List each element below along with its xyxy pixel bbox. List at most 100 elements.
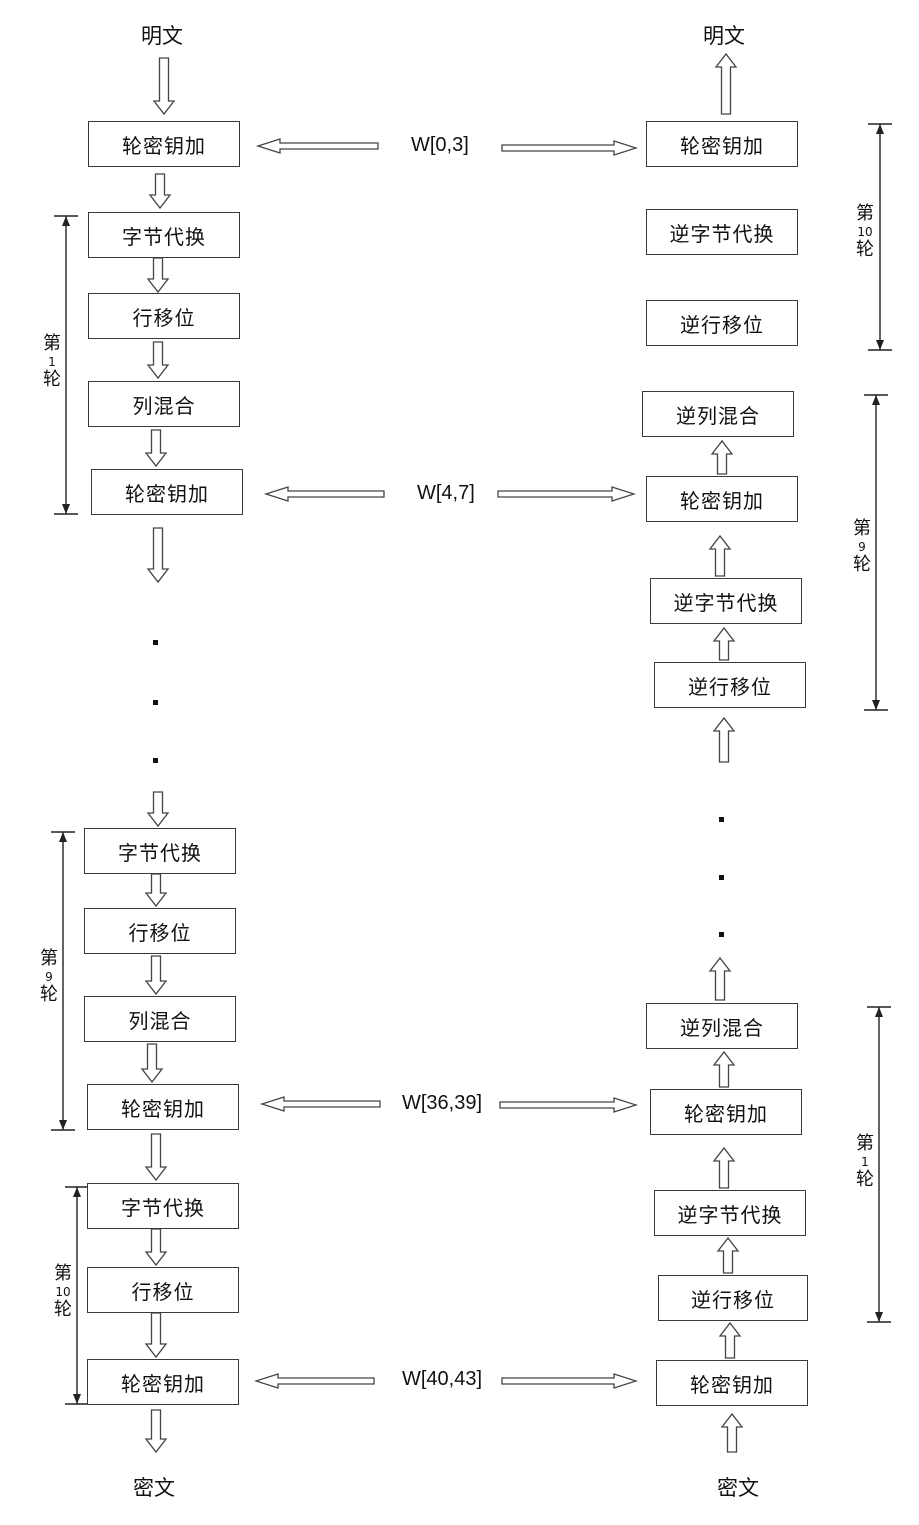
- enc-flow-arrow: [146, 527, 170, 584]
- enc-r9-mix-columns: 列混合: [84, 996, 236, 1042]
- key-arrow-left: [263, 486, 385, 502]
- enc-flow-arrow: [152, 57, 176, 116]
- dec-flow-arrow: [712, 626, 736, 661]
- key-arrow-left: [259, 1096, 381, 1112]
- round-suffix: 轮: [853, 554, 871, 575]
- dec-flow-arrow: [710, 439, 734, 475]
- enc-flow-arrow: [144, 1228, 168, 1267]
- key-arrow-right: [501, 140, 639, 156]
- dec-flow-arrow: [712, 716, 736, 763]
- dec-flow-arrow: [712, 1146, 736, 1189]
- dec-round-9-label: 第 9 轮: [850, 520, 874, 574]
- dec-r9-inv-shift-rows: 逆行移位: [654, 662, 806, 708]
- dec-r10-add-round-key: 轮密钥加: [646, 121, 798, 167]
- round-prefix: 第: [856, 203, 874, 224]
- round-prefix: 第: [40, 948, 58, 969]
- enc-plaintext-label: 明文: [141, 24, 183, 48]
- round-prefix: 第: [853, 518, 871, 539]
- round-number: 10: [55, 1285, 71, 1299]
- key-arrow-left: [255, 138, 379, 154]
- key-arrow-left: [253, 1373, 375, 1389]
- dec-ellipsis-dot: [719, 817, 724, 822]
- round-prefix: 第: [43, 333, 61, 354]
- round-number: 9: [45, 970, 53, 984]
- enc-r1-sub-bytes: 字节代换: [88, 212, 240, 258]
- round-prefix: 第: [54, 1263, 72, 1284]
- enc-initial-add-round-key: 轮密钥加: [88, 121, 240, 167]
- enc-flow-arrow: [144, 1133, 168, 1182]
- dec-round-1-label: 第 1 轮: [853, 1135, 877, 1189]
- enc-round-9-label: 第 9 轮: [37, 950, 61, 1004]
- enc-flow-arrow: [144, 1312, 168, 1359]
- dec-r9-add-round-key: 轮密钥加: [646, 476, 798, 522]
- enc-flow-arrow: [146, 257, 170, 294]
- dec-flow-arrow: [712, 1050, 736, 1088]
- enc-r10-sub-bytes: 字节代换: [87, 1183, 239, 1229]
- dec-flow-arrow: [720, 1412, 744, 1453]
- dec-ellipsis-dot: [719, 932, 724, 937]
- enc-ellipsis-dot: [153, 640, 158, 645]
- dec-flow-arrow: [718, 1321, 742, 1359]
- dec-r1-inv-sub-bytes: 逆字节代换: [654, 1190, 806, 1236]
- dec-r9-inv-sub-bytes: 逆字节代换: [650, 578, 802, 624]
- round-suffix: 轮: [40, 984, 58, 1005]
- enc-flow-arrow: [144, 1409, 168, 1454]
- dec-round-10-bracket: [868, 123, 892, 351]
- enc-r1-add-round-key: 轮密钥加: [91, 469, 243, 515]
- enc-r9-add-round-key: 轮密钥加: [87, 1084, 239, 1130]
- enc-flow-arrow: [144, 429, 168, 468]
- key-arrow-right: [497, 486, 637, 502]
- round-suffix: 轮: [856, 1169, 874, 1190]
- key-arrow-right: [499, 1097, 639, 1113]
- round-key-label: W[0,3]: [411, 134, 469, 156]
- enc-r10-shift-rows: 行移位: [87, 1267, 239, 1313]
- dec-r1-inv-shift-rows: 逆行移位: [658, 1275, 808, 1321]
- round-number: 1: [48, 355, 56, 369]
- enc-flow-arrow: [144, 955, 168, 996]
- dec-r1-add-round-key: 轮密钥加: [650, 1089, 802, 1135]
- dec-round-9-bracket: [864, 394, 888, 711]
- dec-plaintext-label: 明文: [703, 24, 745, 48]
- dec-flow-arrow: [708, 534, 732, 577]
- enc-flow-arrow: [144, 873, 168, 908]
- dec-ciphertext-label: 密文: [717, 1476, 759, 1500]
- enc-ellipsis-dot: [153, 700, 158, 705]
- dec-round-10-label: 第 10 轮: [853, 205, 877, 259]
- enc-flow-arrow: [140, 1043, 164, 1084]
- enc-round-10-bracket: [65, 1186, 89, 1405]
- dec-flow-arrow: [716, 1236, 740, 1274]
- dec-r9-inv-mix-columns: 逆列混合: [642, 391, 794, 437]
- round-prefix: 第: [856, 1133, 874, 1154]
- dec-flow-arrow: [708, 956, 732, 1001]
- dec-r10-inv-sub-bytes: 逆字节代换: [646, 209, 798, 255]
- round-suffix: 轮: [856, 239, 874, 260]
- dec-r10-inv-shift-rows: 逆行移位: [646, 300, 798, 346]
- round-key-label: W[4,7]: [417, 482, 475, 504]
- enc-ciphertext-label: 密文: [133, 1476, 175, 1500]
- dec-r1-inv-mix-columns: 逆列混合: [646, 1003, 798, 1049]
- enc-r9-sub-bytes: 字节代换: [84, 828, 236, 874]
- enc-round-10-label: 第 10 轮: [51, 1265, 75, 1319]
- enc-round-1-bracket: [54, 215, 78, 515]
- enc-round-1-label: 第 1 轮: [40, 335, 64, 389]
- dec-final-add-round-key: 轮密钥加: [656, 1360, 808, 1406]
- enc-flow-arrow: [148, 173, 172, 210]
- dec-ellipsis-dot: [719, 875, 724, 880]
- enc-flow-arrow: [146, 341, 170, 380]
- round-number: 9: [858, 540, 866, 554]
- dec-flow-arrow: [714, 52, 738, 115]
- round-number: 1: [861, 1155, 869, 1169]
- enc-ellipsis-dot: [153, 758, 158, 763]
- round-number: 10: [857, 225, 873, 239]
- enc-r1-shift-rows: 行移位: [88, 293, 240, 339]
- enc-r1-mix-columns: 列混合: [88, 381, 240, 427]
- dec-round-1-bracket: [867, 1006, 891, 1323]
- enc-round-9-bracket: [51, 831, 75, 1131]
- round-key-label: W[40,43]: [402, 1368, 483, 1390]
- enc-r10-add-round-key: 轮密钥加: [87, 1359, 239, 1405]
- round-key-label: W[36,39]: [402, 1092, 483, 1114]
- enc-flow-arrow: [146, 791, 170, 828]
- round-suffix: 轮: [43, 369, 61, 390]
